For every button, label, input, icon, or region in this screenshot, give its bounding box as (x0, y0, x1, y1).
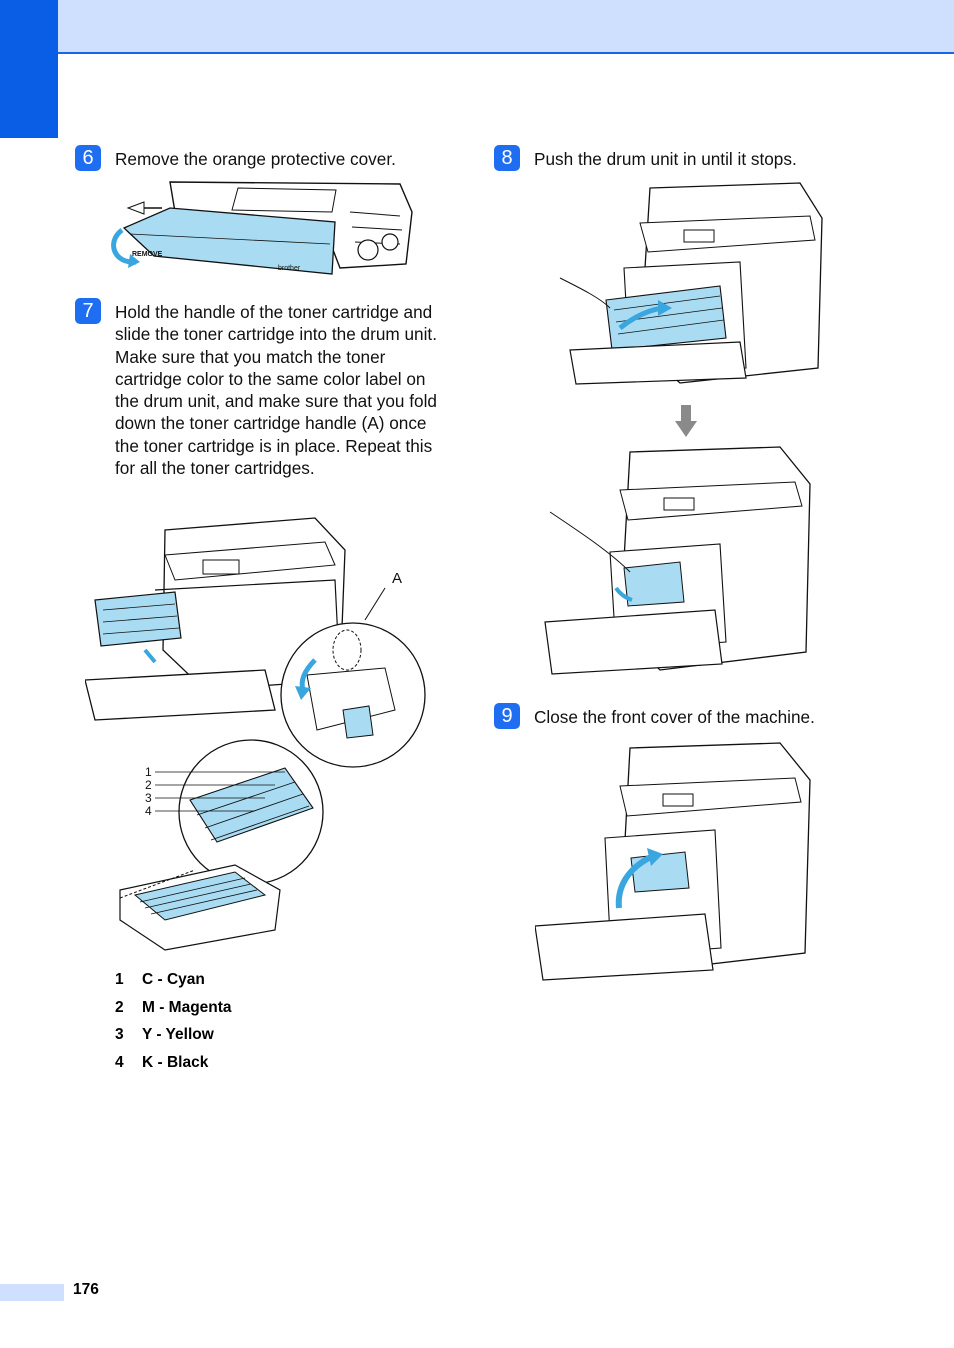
legend-label: M - Magenta (142, 998, 232, 1016)
header-band (0, 0, 954, 54)
page-number: 176 (73, 1281, 99, 1298)
callout-3: 3 (145, 791, 152, 805)
drum-unit-cover-figure: REMOVE brother (111, 181, 413, 275)
step-8-badge: 8 (494, 145, 520, 171)
legend-item: 2 M - Magenta (115, 997, 232, 1025)
legend-item: 4 K - Black (115, 1052, 232, 1080)
push-drum-figure (559, 182, 823, 385)
legend-label: Y - Yellow (142, 1026, 214, 1044)
step-6-badge: 6 (75, 145, 101, 171)
legend-num: 2 (115, 998, 124, 1016)
callout-a: A (392, 570, 402, 587)
step-8-text: Push the drum unit in until it stops. (534, 149, 797, 169)
legend-item: 3 Y - Yellow (115, 1024, 232, 1052)
close-cover-figure (535, 742, 811, 981)
legend-label: C - Cyan (142, 971, 205, 988)
brand-label: brother (278, 265, 301, 272)
remove-label: REMOVE (132, 251, 163, 258)
step-9-text: Close the front cover of the machine. (534, 707, 815, 727)
toner-cartridge-figure: A 1 2 3 4 (85, 517, 426, 951)
callout-1: 1 (145, 765, 152, 779)
step-7-text: Hold the handle of the toner cartridge a… (115, 302, 437, 479)
footer-band (0, 1284, 64, 1301)
down-arrow-icon (675, 405, 697, 437)
callout-2: 2 (145, 778, 152, 792)
callout-4: 4 (145, 804, 152, 818)
step-6-text: Remove the orange protective cover. (115, 149, 396, 169)
drum-inserted-figure (544, 446, 811, 675)
legend-list: 1 C - Cyan 2 M - Magenta 3 Y - Yellow 4 … (115, 969, 232, 1080)
step-7-badge: 7 (75, 298, 101, 324)
step-9-badge: 9 (494, 703, 520, 729)
legend-num: 3 (115, 1026, 124, 1044)
legend-label: K - Black (142, 1054, 209, 1072)
legend-num: 4 (115, 1054, 124, 1072)
legend-item: 1 C - Cyan (115, 969, 232, 997)
legend-num: 1 (115, 971, 124, 988)
chapter-tab (0, 0, 58, 138)
